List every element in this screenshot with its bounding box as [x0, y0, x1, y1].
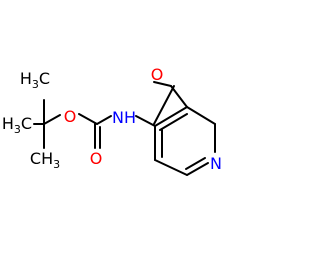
molecule-canvas: O NH O O N H3C H3C CH3: [2, 65, 222, 176]
methyl-top-sub: 3: [32, 78, 39, 91]
methyl-left-h: H: [2, 114, 14, 133]
methyl-left-sub: 3: [14, 123, 21, 136]
bond-nh-carbonyl: [96, 115, 112, 125]
methyl-bottom-c: C: [30, 149, 41, 168]
bond-ring-nh: [135, 115, 156, 127]
methyl-left-c: C: [21, 114, 32, 133]
bond-formyl-double-b: [153, 81, 172, 87]
bond-ring-n1-c6-inner: [185, 157, 206, 170]
bond-carbonyl-ester-o: [78, 113, 98, 125]
bond-ring-n1-c6: [186, 162, 209, 176]
methyl-top-h: H: [20, 69, 32, 88]
bond-ring-c6-c5: [154, 159, 188, 176]
methyl-left-label: H3C: [2, 114, 32, 136]
methyl-bottom-sub: 3: [53, 158, 60, 171]
bond-ester-o-quaternary: [43, 114, 61, 125]
bond-ring-c3-c4: [154, 106, 188, 127]
atom-carbonyl-oxygen: O: [90, 149, 103, 168]
methyl-bottom-h: H: [41, 149, 53, 168]
bond-cho-ring: [170, 85, 188, 108]
bond-formyl-double-a: [153, 85, 175, 125]
methyl-top-c: C: [39, 69, 50, 88]
bond-ring-c3-c4-inner: [159, 113, 188, 131]
atom-amide-nh: NH: [112, 108, 136, 127]
methyl-bottom-label: CH3: [30, 149, 60, 171]
molecule-structure: O NH O O N H3C H3C CH3: [2, 65, 222, 176]
atom-ring-nitrogen: N: [210, 154, 222, 173]
bonds: [33, 81, 216, 176]
bond-ring-c3-c2: [186, 106, 216, 125]
atom-ester-oxygen: O: [64, 107, 77, 126]
methyl-top-label: H3C: [20, 69, 50, 91]
atom-formyl-oxygen: O: [151, 65, 164, 84]
atom-labels: O NH O O N H3C H3C CH3: [2, 65, 222, 173]
